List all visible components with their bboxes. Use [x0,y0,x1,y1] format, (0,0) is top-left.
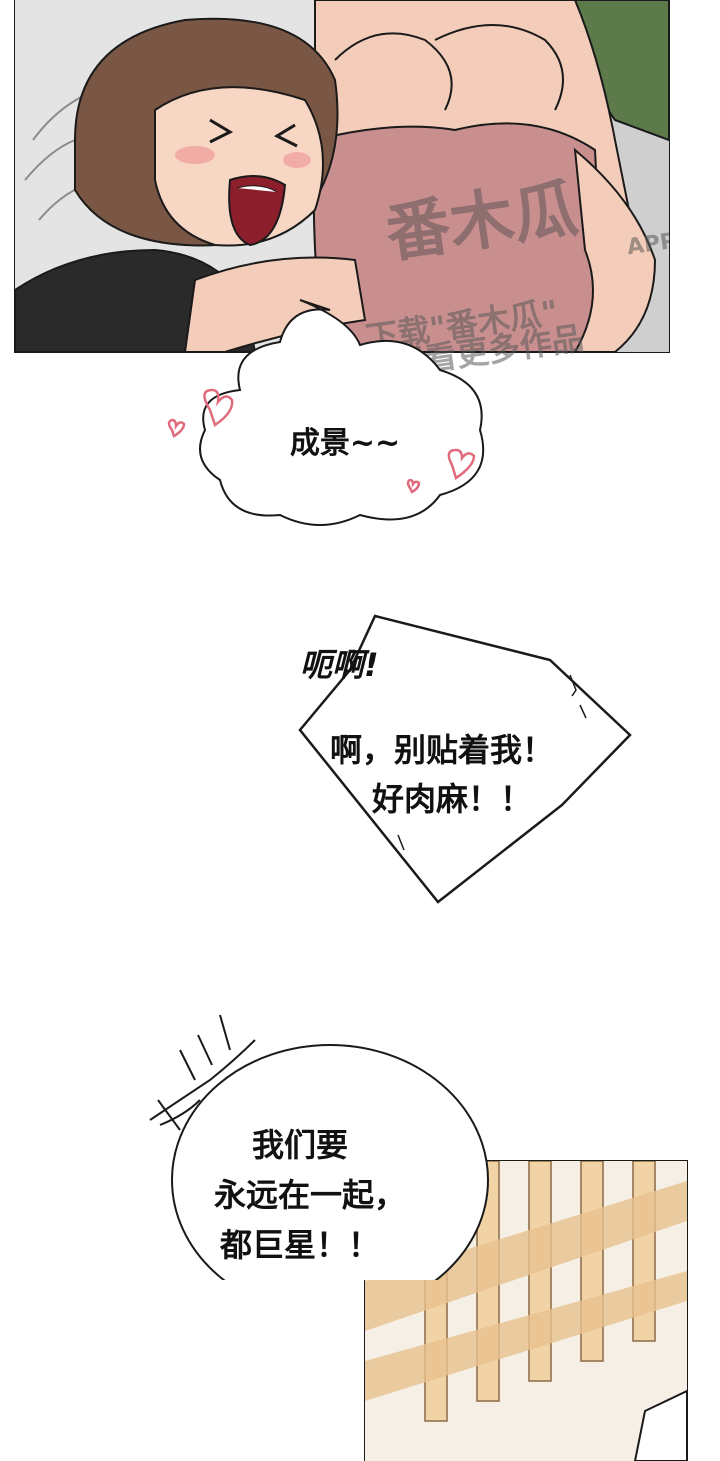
doodle-arrow-icon [149,1014,256,1131]
round-speech-bubble [149,1014,489,1280]
cloud-bubble-text: 成景~~ [289,426,401,461]
hug-scene-illustration [15,0,669,352]
round-bubble-line1: 我们要 [251,1126,348,1164]
shout-tag-text: 呃啊! [300,646,379,684]
round-bubble-line3: 都巨星！！ [219,1226,380,1264]
spiky-bubble-line1: 啊，别贴着我！ [330,731,555,769]
spiky-speech-bubble [298,614,632,904]
heart-icons [167,388,476,494]
spiky-bubble-line2: 好肉麻！！ [372,780,533,818]
round-bubble-line2: 永远在一起， [213,1176,406,1214]
comic-panel-top: 番木瓜 APP 下载"番木瓜" [14,0,670,353]
tremble-marks [397,674,587,851]
cloud-speech-bubble [167,299,485,526]
